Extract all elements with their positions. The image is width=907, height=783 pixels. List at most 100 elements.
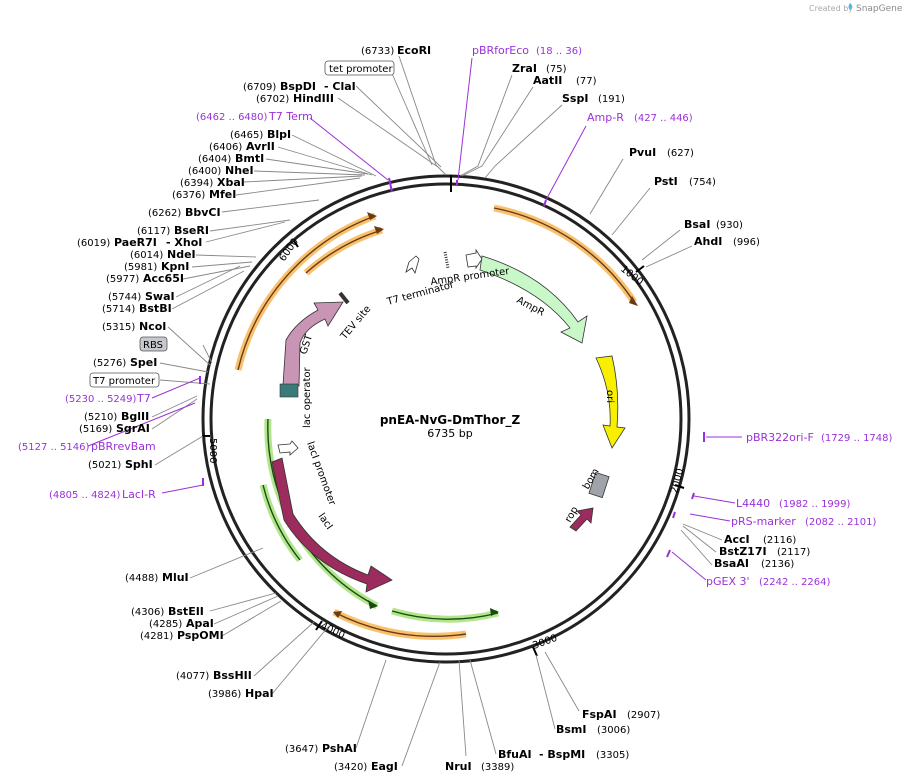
site-pos-mfei: (6376) <box>172 190 205 201</box>
primer-laci-r: LacI-R <box>122 488 156 501</box>
site-paer7i: PaeR7I <box>114 236 157 249</box>
site-pos-spei: (5276) <box>93 358 126 369</box>
site-pos-sspi: (191) <box>598 94 625 105</box>
site-spei: SpeI <box>130 356 157 369</box>
site-pos-bsteii: (4306) <box>131 607 164 618</box>
site-pos-hpai: (3986) <box>208 689 241 700</box>
tev-site-marker <box>443 251 450 269</box>
site-bsai: BsaI <box>684 218 710 231</box>
site-bfuai: BfuAI <box>498 748 532 761</box>
site-ndei: NdeI <box>167 248 196 261</box>
tick-2000: 2000 <box>669 467 686 494</box>
label-tet-promoter: tet promoter <box>329 64 393 75</box>
snapgene-logo-icon <box>848 3 852 10</box>
his-tag-box <box>279 383 299 398</box>
label-laci-promoter: lacI promoter <box>304 440 338 507</box>
site-pos-paer7i: (6019) <box>77 238 110 249</box>
ampr-promoter-arrow <box>465 248 483 270</box>
tet-promoter-box <box>324 60 395 76</box>
primer-range-prs-marker: (2082 .. 2101) <box>805 517 877 528</box>
site-bglii: BglII <box>121 410 149 423</box>
primer-labels: pBRforEco (18 .. 36) Amp-R (427 .. 446) … <box>18 44 893 588</box>
site-pos-bbvci: (6262) <box>148 208 181 219</box>
tev-mark <box>338 291 350 305</box>
label-lac-operator: lac operator <box>302 367 313 428</box>
site-pos-nrui: (3389) <box>481 762 514 773</box>
primer-range-pbr322ori-f: (1729 .. 1748) <box>821 433 893 444</box>
site-xhoi: - XhoI <box>166 236 202 249</box>
site-pos-ndei: (6014) <box>130 250 163 261</box>
gst-arrow <box>282 301 344 387</box>
primer-pbrforeco: pBRforEco <box>472 44 529 57</box>
bom-box <box>588 471 610 499</box>
site-sgrai: SgrAI <box>116 422 150 435</box>
primer-range-l4440: (1982 .. 1999) <box>779 499 851 510</box>
site-psti: PstI <box>654 175 678 188</box>
site-labels: (6733) EcoRI ZraI (75) AatII (77) SspI (… <box>77 44 810 773</box>
site-bstbi: BstBI <box>139 302 172 315</box>
label-tev-site: TEV site <box>338 304 373 343</box>
backbone-inner-ring <box>209 182 683 656</box>
label-laci: lacI <box>316 511 335 532</box>
site-bmti: BmtI <box>235 152 264 165</box>
site-acc65i: Acc65I <box>143 272 184 285</box>
primer-range-t7: (5230 .. 5249) <box>65 394 137 405</box>
site-bsmi: BsmI <box>556 723 587 736</box>
primer-range-pbrforeco: (18 .. 36) <box>536 46 582 57</box>
primer-pbrrevbam: pBRrevBam <box>91 440 156 453</box>
site-hindiii: HindIII <box>293 92 334 105</box>
site-pos-bstz17i: (2117) <box>777 547 810 558</box>
credit-brand: SnapGene <box>856 4 903 14</box>
site-bsaai: BsaAI <box>714 557 749 570</box>
site-blpi: BlpI <box>267 128 291 141</box>
credit-prefix: Created by <box>809 4 853 13</box>
plasmid-name: pnEA-NvG-DmThor_Z <box>380 413 521 428</box>
site-xbai: XbaI <box>217 176 245 189</box>
site-pos-fspai: (2907) <box>627 710 660 721</box>
site-pos-eagi: (3420) <box>334 762 367 773</box>
boxed-labels: tet promoter RBS T7 promoter <box>89 60 395 388</box>
site-sphi: SphI <box>125 458 153 471</box>
primer-prs-marker: pRS-marker <box>731 515 796 528</box>
site-bspmi: - BspMI <box>539 748 585 761</box>
site-bspdi: BspDI <box>280 80 316 93</box>
site-mfei: MfeI <box>209 188 236 201</box>
site-bstz17i: BstZ17I <box>719 545 767 558</box>
site-nhei: NheI <box>225 164 254 177</box>
site-pos-zrai: (75) <box>546 64 567 75</box>
site-pos-pshai: (3647) <box>285 744 318 755</box>
site-pvui: PvuI <box>629 146 656 159</box>
site-clai: - ClaI <box>324 80 356 93</box>
site-pos-acci: (2116) <box>763 535 796 546</box>
label-ori: ori <box>604 390 615 403</box>
site-pos-bsaai: (2136) <box>761 559 794 570</box>
site-sspi: SspI <box>562 92 588 105</box>
site-bsteii: BstEII <box>168 605 204 618</box>
primer-range-pgex3: (2242 .. 2264) <box>759 577 831 588</box>
site-pos-bsshii: (4077) <box>176 671 209 682</box>
site-pos-swai: (5744) <box>108 292 141 303</box>
site-pos-bmti: (6404) <box>198 154 231 165</box>
site-pos-avrii: (6406) <box>209 142 242 153</box>
primer-t7: T7 <box>136 392 151 405</box>
t7-promoter-box <box>89 372 160 388</box>
site-nrui: NruI <box>445 760 472 773</box>
primer-pbr322ori-f: pBR322ori-F <box>746 431 814 444</box>
site-pos-acc65i: (5977) <box>106 274 139 285</box>
site-aatii: AatII <box>533 74 562 87</box>
laci-arrow <box>271 457 393 593</box>
site-swai: SwaI <box>145 290 175 303</box>
site-pos-hindiii: (6702) <box>256 94 289 105</box>
tick-5000: 5000 <box>207 438 218 463</box>
t7-terminator-marker <box>405 255 420 274</box>
site-pos-sgrai: (5169) <box>79 424 112 435</box>
site-pos-aatii: (77) <box>576 76 597 87</box>
primer-range-t7-term: (6462 .. 6480) <box>196 112 268 123</box>
site-fspai: FspAI <box>582 708 617 721</box>
site-pos-bsai: (930) <box>716 220 743 231</box>
site-pos-apai: (4285) <box>149 619 182 630</box>
site-pos-bglii: (5210) <box>84 412 117 423</box>
site-pos-blpi: (6465) <box>230 130 263 141</box>
ampr-arrow <box>479 255 588 344</box>
site-pos-bseri: (6117) <box>137 226 170 237</box>
